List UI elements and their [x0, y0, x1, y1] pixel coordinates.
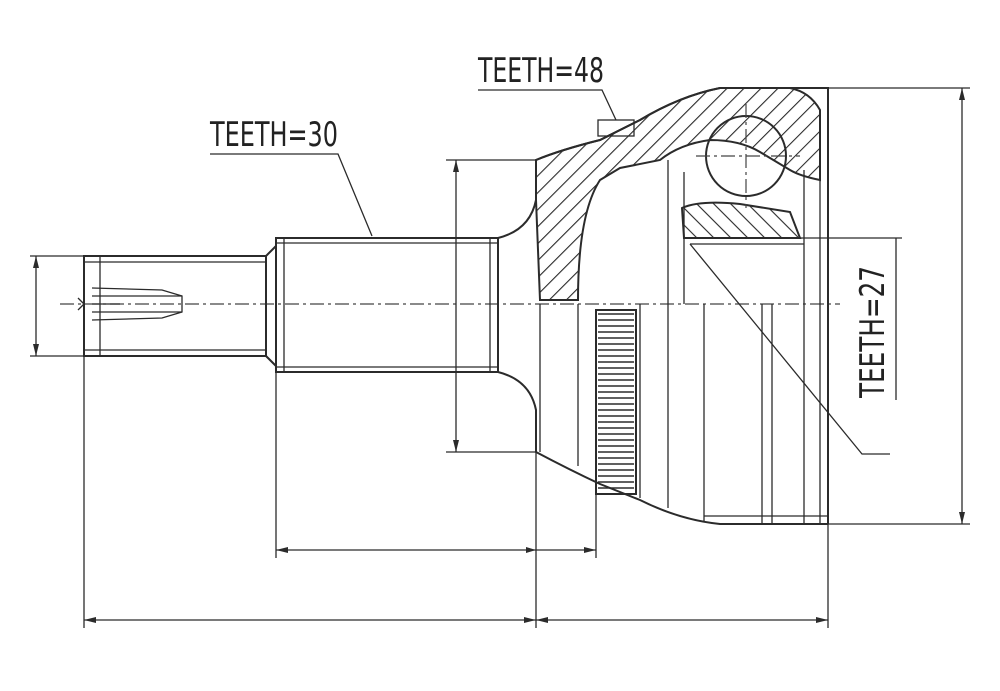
leaders	[210, 89, 890, 455]
abs-ring	[595, 309, 637, 495]
dimensions	[30, 87, 970, 628]
label-teeth-30: TEETH=30	[209, 115, 338, 155]
splined-shaft	[275, 237, 499, 373]
label-teeth-48: TEETH=48	[477, 51, 604, 91]
label-teeth-27: TEETH=27	[853, 266, 893, 399]
bell-housing	[497, 87, 829, 525]
threaded-stub	[77, 245, 277, 367]
